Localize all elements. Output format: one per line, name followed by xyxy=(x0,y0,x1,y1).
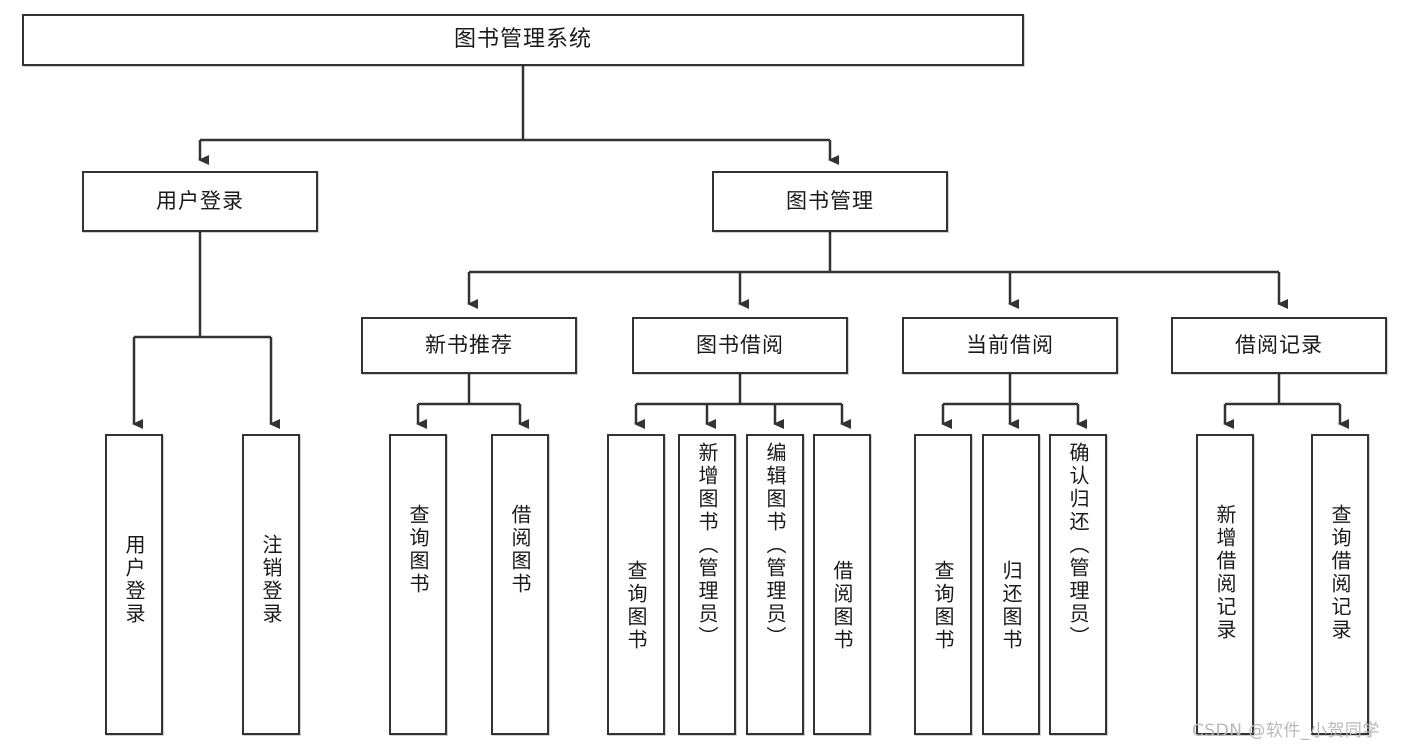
node-label: 新增图书（管理员） xyxy=(695,442,719,649)
node-label: 新书推荐 xyxy=(425,333,513,358)
leaf-query-borrow-record[interactable]: 查询借阅记录 xyxy=(1311,434,1369,735)
node-label: 借阅图书 xyxy=(508,504,532,596)
leaf-add-borrow-record[interactable]: 新增借阅记录 xyxy=(1196,434,1254,735)
node-label: 用户登录 xyxy=(156,189,244,214)
node-book-management[interactable]: 图书管理 xyxy=(712,171,948,232)
leaf-return-book[interactable]: 归还图书 xyxy=(982,434,1040,735)
node-label: 用户登录 xyxy=(122,534,146,626)
node-label: 图书管理 xyxy=(786,189,874,214)
node-label: 新增借阅记录 xyxy=(1213,504,1237,642)
leaf-query-book-new[interactable]: 查询图书 xyxy=(389,434,447,735)
leaf-user-login[interactable]: 用户登录 xyxy=(105,434,163,735)
node-label: 注销登录 xyxy=(259,534,283,626)
leaf-borrow-book[interactable]: 借阅图书 xyxy=(813,434,871,735)
node-root-book-management-system[interactable]: 图书管理系统 xyxy=(22,14,1024,66)
node-new-book-recommendation[interactable]: 新书推荐 xyxy=(361,317,577,374)
node-label: 图书借阅 xyxy=(696,333,784,358)
node-book-borrowing[interactable]: 图书借阅 xyxy=(632,317,848,374)
node-label: 查询图书 xyxy=(931,560,955,652)
leaf-query-book-borrow[interactable]: 查询图书 xyxy=(607,434,665,735)
node-current-borrowing[interactable]: 当前借阅 xyxy=(902,317,1118,374)
leaf-add-book-admin[interactable]: 新增图书（管理员） xyxy=(678,434,736,735)
leaf-confirm-return-admin[interactable]: 确认归还（管理员） xyxy=(1049,434,1107,735)
leaf-logout[interactable]: 注销登录 xyxy=(242,434,300,735)
csdn-watermark: CSDN @软件_小贺同学 xyxy=(1192,721,1380,741)
leaf-edit-book-admin[interactable]: 编辑图书（管理员） xyxy=(746,434,804,735)
leaf-borrow-book-new[interactable]: 借阅图书 xyxy=(491,434,549,735)
node-label: 归还图书 xyxy=(999,560,1023,652)
node-label: 借阅记录 xyxy=(1235,333,1323,358)
node-label: 确认归还（管理员） xyxy=(1066,442,1090,649)
node-label: 编辑图书（管理员） xyxy=(763,442,787,649)
node-borrowing-records[interactable]: 借阅记录 xyxy=(1171,317,1387,374)
node-label: 当前借阅 xyxy=(966,333,1054,358)
node-label: 图书管理系统 xyxy=(453,27,592,53)
node-label: 借阅图书 xyxy=(830,560,854,652)
node-label: 查询图书 xyxy=(406,504,430,596)
node-user-login[interactable]: 用户登录 xyxy=(82,171,318,232)
leaf-query-book-current[interactable]: 查询图书 xyxy=(914,434,972,735)
node-label: 查询借阅记录 xyxy=(1328,504,1352,642)
node-label: 查询图书 xyxy=(624,560,648,652)
